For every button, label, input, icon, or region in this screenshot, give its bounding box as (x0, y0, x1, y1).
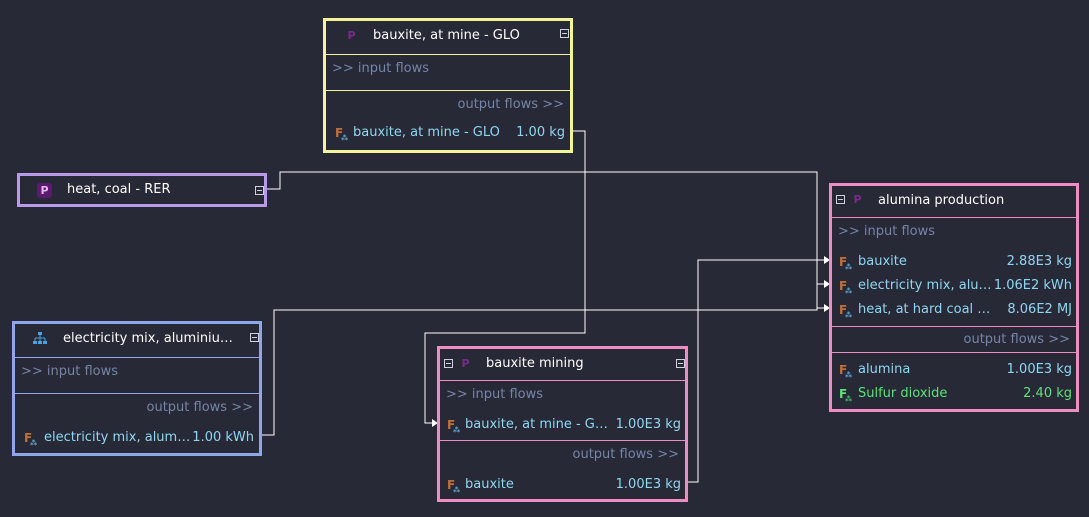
flow-f-icon: F⁂ (335, 126, 349, 142)
collapse-minus-icon[interactable] (676, 359, 685, 368)
input-flows-toggle[interactable]: >> input flows (446, 387, 544, 402)
output-flows-toggle[interactable]: output flows >> (963, 332, 1070, 347)
node-title: alumina production (878, 193, 1005, 208)
input-flows-toggle[interactable]: >> input flows (332, 61, 430, 76)
collapse-minus-icon[interactable] (560, 29, 569, 38)
divider (832, 352, 1076, 353)
flow-f-icon: F⁂ (447, 478, 461, 494)
system-hierarchy-icon (33, 332, 47, 344)
process-p-icon: P (37, 183, 52, 198)
node-title: electricity mix, aluminium i... (63, 331, 243, 346)
divider (15, 393, 259, 394)
flow-name: alumina (858, 362, 911, 377)
flow-amount: 1.00E3 kg (615, 477, 681, 492)
node-header: P alumina production (832, 186, 1076, 215)
input-flow-row[interactable]: F⁂ bauxite 2.88E3 kg (839, 254, 1072, 271)
collapse-minus-icon[interactable] (444, 359, 453, 368)
flow-amount: 1.00E3 kg (615, 417, 681, 432)
flow-amount: 1.00 kWh (192, 430, 254, 445)
process-node-alumina-production[interactable]: P alumina production >> input flows F⁂ b… (829, 183, 1079, 412)
input-flows-toggle[interactable]: >> input flows (838, 224, 936, 239)
flow-name: bauxite (858, 254, 907, 269)
node-title: bauxite, at mine - GLO (373, 28, 520, 43)
flow-f-icon: F⁂ (839, 303, 853, 319)
process-p-icon: P (347, 29, 356, 42)
input-flow-row[interactable]: F⁂ bauxite, at mine - GLO 1.00E3 kg (447, 417, 681, 434)
flow-name: bauxite, at mine - GLO (465, 417, 610, 432)
flow-f-icon: F⁂ (839, 363, 853, 379)
flow-f-icon: F⁂ (24, 431, 38, 447)
input-flow-row[interactable]: F⁂ electricity mix, alumi... 1.06E2 kWh (839, 278, 1072, 295)
flow-name: electricity mix, alumi... (858, 278, 993, 293)
divider (832, 326, 1076, 327)
collapse-minus-icon[interactable] (836, 195, 845, 204)
process-p-icon: P (853, 193, 862, 206)
process-node-bauxite-mining[interactable]: P bauxite mining >> input flows F⁂ bauxi… (437, 346, 688, 502)
flow-amount: 1.00E3 kg (1006, 362, 1072, 377)
collapse-minus-icon[interactable] (250, 333, 259, 342)
process-p-icon: P (461, 357, 470, 370)
divider (326, 54, 570, 55)
output-flow-row[interactable]: F⁂ alumina 1.00E3 kg (839, 362, 1072, 379)
output-flows-toggle[interactable]: output flows >> (146, 400, 253, 415)
edge-heat-coal-to-alumina (267, 171, 824, 309)
node-title: heat, coal - RER (67, 182, 171, 197)
flow-name: bauxite, at mine - GLO (353, 125, 500, 140)
flow-f-icon: F⁂ (839, 255, 853, 271)
node-header: P bauxite, at mine - GLO (326, 21, 570, 50)
flow-name: heat, at hard coal in... (858, 302, 993, 317)
system-node-electricity-mix[interactable]: electricity mix, aluminium i... >> input… (12, 321, 262, 456)
elementary-flow-f-icon: F⁂ (839, 387, 853, 403)
flow-amount: 1.06E2 kWh (993, 278, 1072, 293)
collapse-minus-icon[interactable] (255, 186, 264, 195)
input-flows-toggle[interactable]: >> input flows (21, 364, 119, 379)
divider (440, 380, 685, 381)
node-title: bauxite mining (486, 356, 584, 371)
flow-name: electricity mix, alumini... (44, 430, 192, 445)
input-flow-row[interactable]: F⁂ heat, at hard coal in... 8.06E2 MJ (839, 302, 1072, 319)
divider (832, 217, 1076, 218)
edge-bauxite-mining-to-alumina (688, 259, 824, 483)
elementary-flow-row[interactable]: F⁂ Sulfur dioxide 2.40 kg (839, 386, 1072, 403)
flow-name: bauxite (465, 477, 514, 492)
node-header: P bauxite mining (440, 349, 685, 378)
process-node-bauxite-at-mine[interactable]: P bauxite, at mine - GLO >> input flows … (323, 18, 573, 153)
flow-amount: 8.06E2 MJ (1007, 302, 1072, 317)
flow-amount: 1.00 kg (516, 125, 565, 140)
flow-amount: 2.88E3 kg (1006, 254, 1072, 269)
output-flows-toggle[interactable]: output flows >> (457, 97, 564, 112)
divider (326, 90, 570, 91)
output-flow-row[interactable]: F⁂ bauxite, at mine - GLO 1.00 kg (335, 125, 565, 142)
flow-amount: 2.40 kg (1023, 386, 1072, 401)
output-flow-row[interactable]: F⁂ electricity mix, alumini... 1.00 kWh (24, 430, 254, 447)
flow-name: Sulfur dioxide (858, 386, 948, 401)
flow-f-icon: F⁂ (839, 279, 853, 295)
process-node-heat-coal[interactable]: P heat, coal - RER (17, 173, 267, 207)
flow-f-icon: F⁂ (447, 418, 461, 434)
node-header: P heat, coal - RER (20, 176, 264, 204)
divider (15, 357, 259, 358)
divider (440, 440, 685, 441)
output-flow-row[interactable]: F⁂ bauxite 1.00E3 kg (447, 477, 681, 494)
node-header: electricity mix, aluminium i... (15, 324, 259, 353)
output-flows-toggle[interactable]: output flows >> (572, 447, 679, 462)
